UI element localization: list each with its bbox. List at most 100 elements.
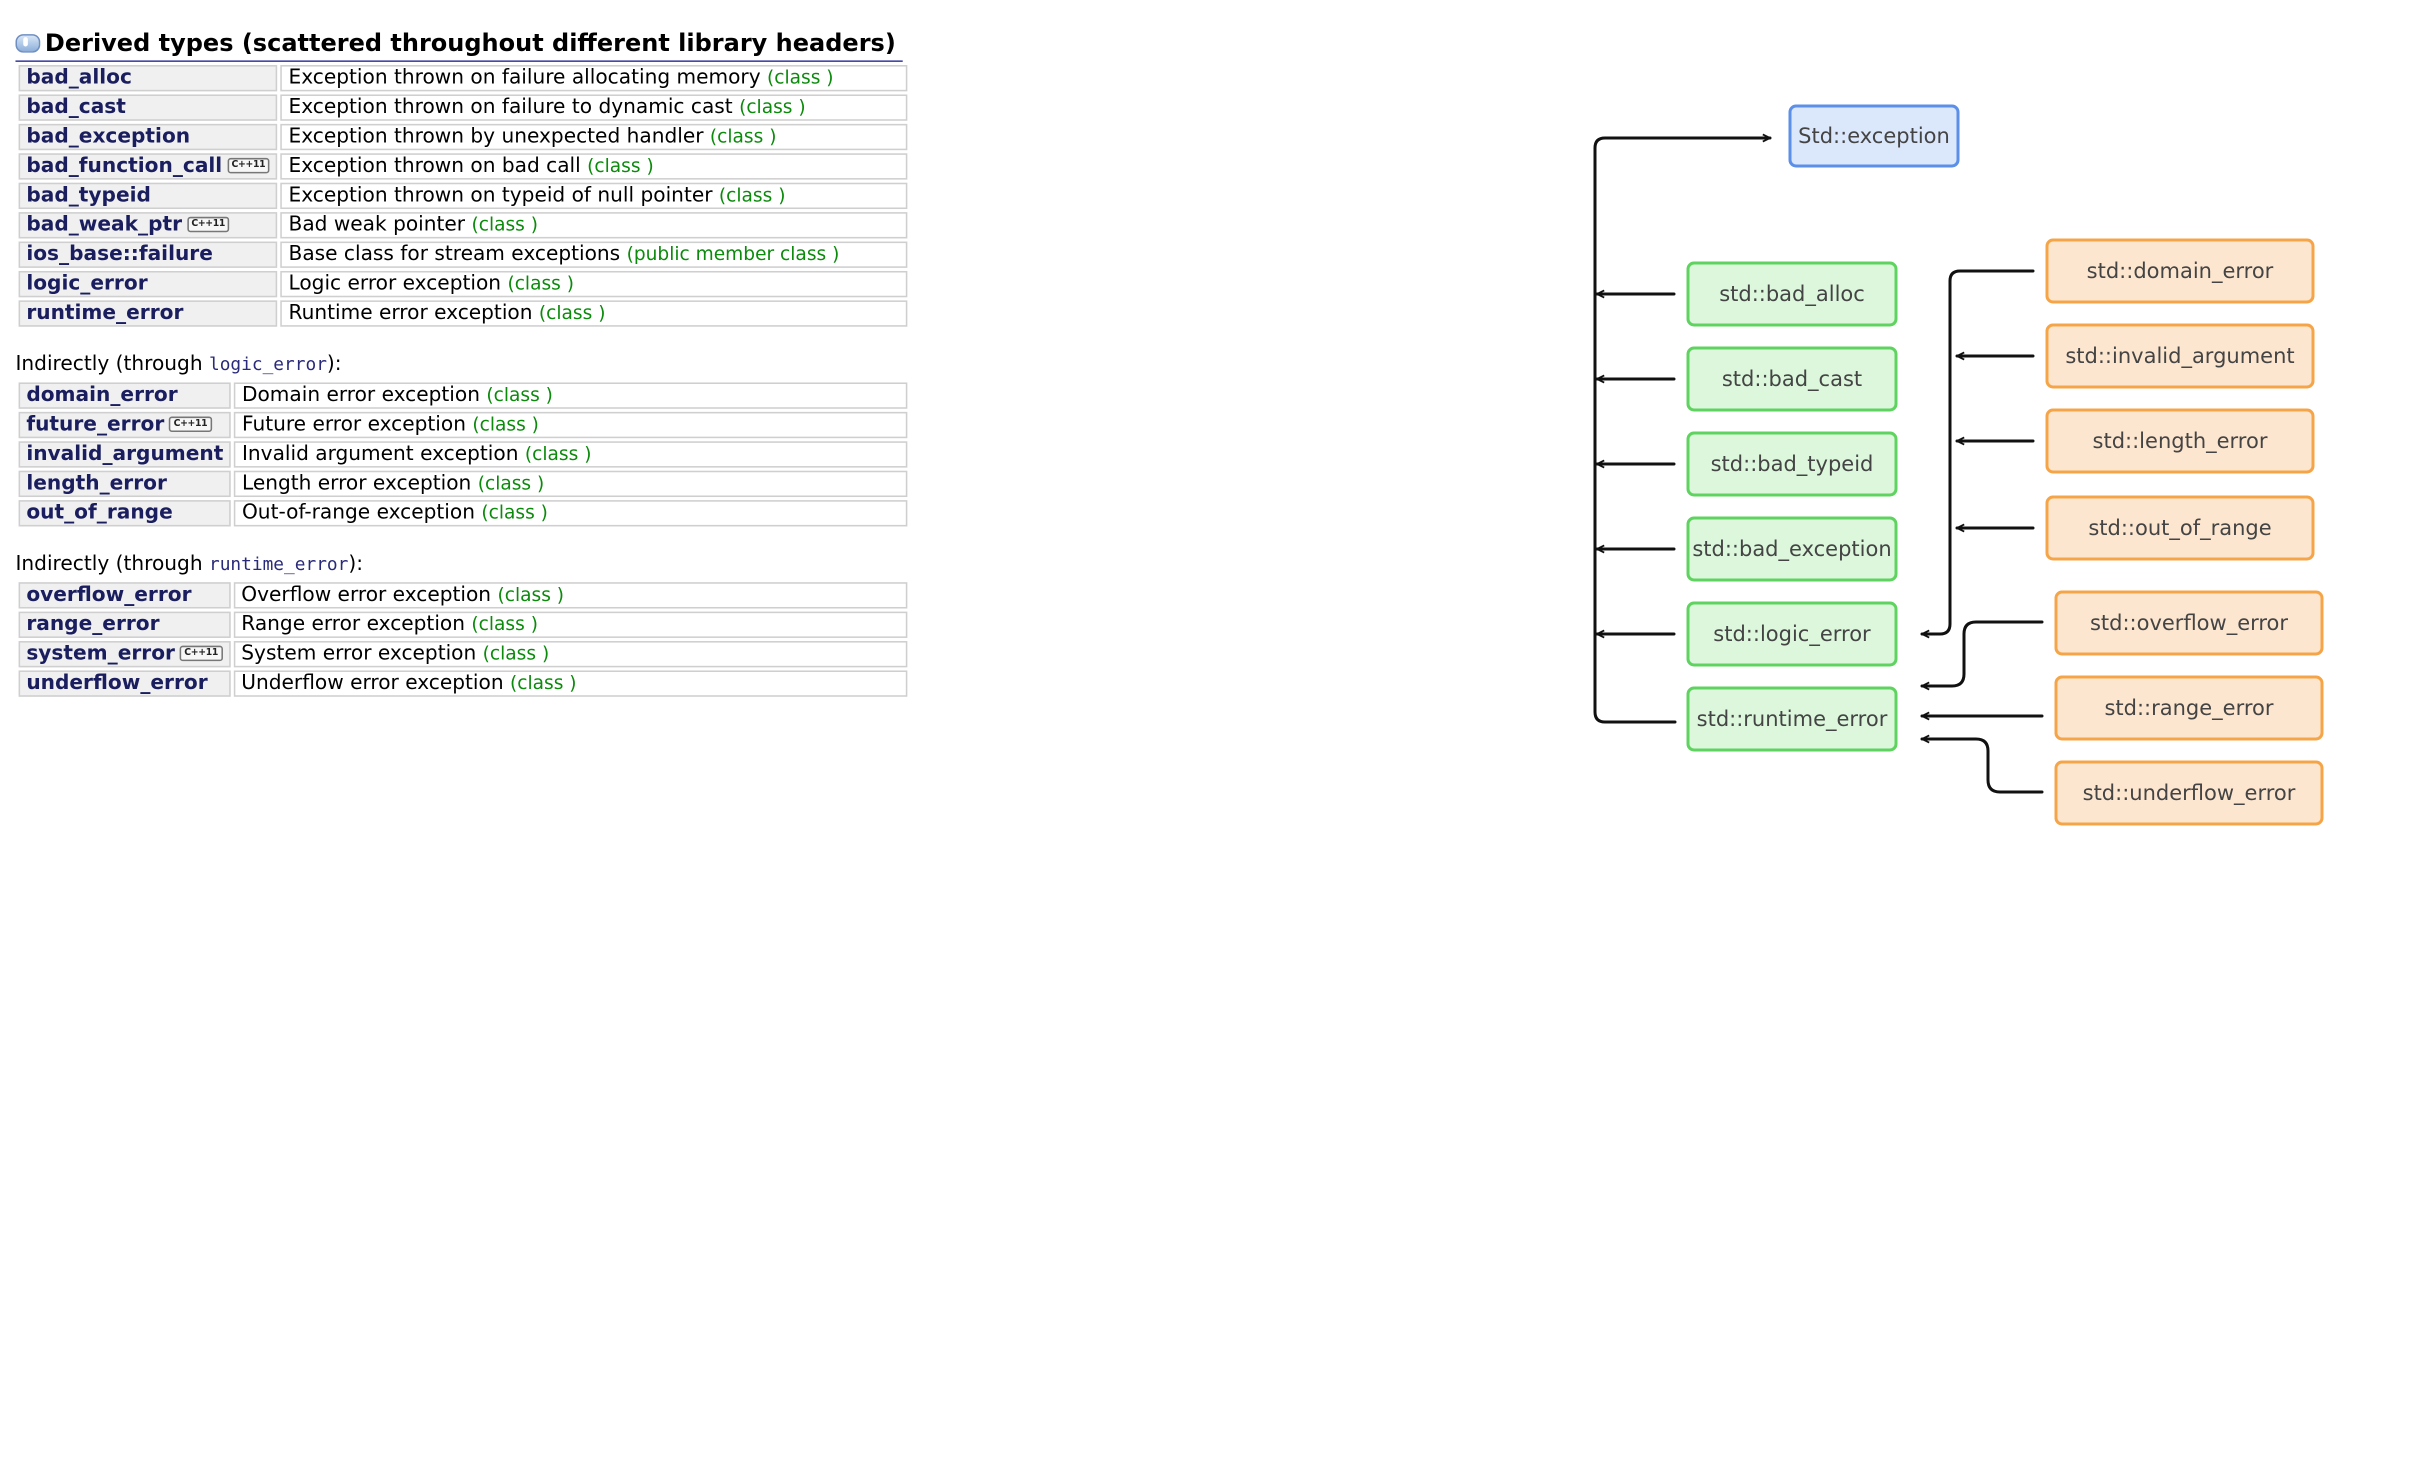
node-std-domain-error-box bbox=[2045, 238, 2315, 304]
logic-error-types-table: domain_error Domain error exception (clas… bbox=[15, 379, 910, 529]
logic-error-code[interactable]: logic_error bbox=[208, 353, 327, 375]
type-kind-label: (class ) bbox=[718, 184, 786, 206]
edge-logic-trunk bbox=[1920, 269, 2035, 634]
type-kind-label: (class ) bbox=[538, 301, 606, 324]
type-description-cell: Out-of-range exception (class ) bbox=[234, 500, 908, 527]
table-row: runtime_error Runtime error exception (cl… bbox=[18, 300, 908, 327]
type-kind-label: (class ) bbox=[481, 501, 548, 524]
type-name-link[interactable]: runtime_error bbox=[26, 301, 184, 325]
section-toggle-icon[interactable] bbox=[15, 34, 41, 53]
node-std-bad-alloc-label: std::bad_alloc bbox=[1719, 282, 1865, 307]
table-row: logic_error Logic error exception (class … bbox=[18, 270, 908, 298]
type-name-link[interactable]: bad_alloc bbox=[26, 65, 132, 90]
type-kind-label: (public member class ) bbox=[626, 243, 840, 265]
type-description: Domain error exception bbox=[241, 384, 480, 408]
table-row: bad_alloc Exception thrown on failure all… bbox=[18, 65, 908, 92]
type-kind-label: (class ) bbox=[524, 442, 592, 465]
node-std-underflow-error-box bbox=[2054, 760, 2324, 826]
node-std-invalid-argument-box bbox=[2045, 323, 2315, 389]
type-kind-label: (class ) bbox=[486, 384, 553, 406]
table-row: bad_exception Exception thrown by unexpec… bbox=[18, 123, 908, 151]
type-name-cell: bad_cast bbox=[18, 94, 278, 121]
node-std-bad-alloc: std::bad_alloc bbox=[1686, 261, 1898, 327]
type-name-link[interactable]: system_error bbox=[26, 641, 175, 666]
type-name-link[interactable]: domain_error bbox=[26, 383, 178, 407]
type-kind-label: (class ) bbox=[482, 642, 550, 665]
node-std-overflow-error-box bbox=[2054, 590, 2324, 656]
cpp11-badge: C++11 bbox=[226, 157, 270, 173]
type-name-link[interactable]: overflow_error bbox=[26, 582, 192, 607]
type-name-link[interactable]: ios_base::failure bbox=[26, 242, 213, 266]
type-name-cell: ios_base::failure bbox=[18, 241, 278, 268]
logic-error-intro: Indirectly (through logic_error): bbox=[15, 353, 342, 377]
node-std-exception-box bbox=[1788, 104, 1960, 168]
type-description-cell: Range error exception (class ) bbox=[233, 611, 908, 638]
node-std-logic-error-box bbox=[1686, 601, 1898, 667]
node-std-runtime-error-label: std::runtime_error bbox=[1697, 707, 1888, 732]
table-row: bad_typeid Exception thrown on typeid of … bbox=[18, 182, 908, 210]
type-name-link[interactable]: logic_error bbox=[26, 271, 148, 295]
type-description-cell: Exception thrown on failure allocating m… bbox=[280, 65, 908, 92]
section-header: Derived types (scattered throughout diff… bbox=[15, 28, 903, 62]
type-name-link[interactable]: range_error bbox=[26, 612, 160, 636]
type-description-cell: Invalid argument exception (class ) bbox=[234, 441, 908, 468]
type-name-link[interactable]: underflow_error bbox=[26, 671, 208, 695]
edge-to-root bbox=[1593, 138, 1772, 724]
node-std-out-of-range-label: std::out_of_range bbox=[2088, 516, 2271, 541]
node-std-runtime-error-box bbox=[1686, 686, 1898, 752]
exception-hierarchy-diagram: Std::exceptionstd::bad_allocstd::bad_cas… bbox=[1593, 104, 2324, 826]
edge-runtime-2 bbox=[1920, 739, 2044, 794]
node-std-out-of-range-box bbox=[2045, 495, 2315, 561]
type-description: Invalid argument exception bbox=[241, 442, 519, 467]
type-description: Range error exception bbox=[241, 613, 466, 637]
type-name-cell: logic_error bbox=[18, 270, 278, 298]
type-description-cell: Exception thrown by unexpected handler (… bbox=[280, 123, 908, 151]
type-description: Exception thrown on typeid of null point… bbox=[288, 184, 713, 208]
runtime-error-intro: Indirectly (through runtime_error): bbox=[15, 552, 364, 577]
type-description: Out-of-range exception bbox=[241, 501, 475, 525]
type-kind-label: (class ) bbox=[497, 583, 565, 606]
direct-types-table: bad_alloc Exception thrown on failure all… bbox=[15, 62, 910, 330]
type-name-cell: underflow_error bbox=[18, 670, 231, 697]
type-description: Bad weak pointer bbox=[288, 213, 466, 237]
runtime-error-code[interactable]: runtime_error bbox=[208, 552, 349, 575]
type-name-link[interactable]: bad_exception bbox=[26, 124, 191, 148]
node-std-bad-exception-box bbox=[1686, 516, 1898, 582]
type-name-link[interactable]: length_error bbox=[26, 471, 167, 495]
cpp11-badge: C++11 bbox=[179, 644, 223, 661]
type-name-link[interactable]: bad_function_call bbox=[26, 154, 223, 178]
type-name-link[interactable]: bad_typeid bbox=[26, 183, 151, 207]
node-std-length-error-box bbox=[2045, 408, 2315, 474]
type-name-link[interactable]: future_error bbox=[26, 412, 165, 436]
type-description-cell: Domain error exception (class ) bbox=[234, 382, 908, 409]
node-std-bad-cast: std::bad_cast bbox=[1686, 346, 1898, 412]
cpp11-badge: C++11 bbox=[168, 415, 212, 432]
type-name-link[interactable]: bad_weak_ptr bbox=[26, 212, 183, 237]
type-kind-label: (class ) bbox=[709, 125, 777, 148]
type-name-cell: runtime_error bbox=[18, 300, 278, 327]
node-std-range-error: std::range_error bbox=[2054, 675, 2324, 741]
type-description-cell: Runtime error exception (class ) bbox=[280, 300, 908, 327]
type-name-link[interactable]: out_of_range bbox=[26, 500, 173, 525]
type-description: Exception thrown on failure allocating m… bbox=[288, 66, 761, 90]
node-std-overflow-error-label: std::overflow_error bbox=[2090, 611, 2288, 636]
type-description-cell: Logic error exception (class ) bbox=[280, 270, 908, 298]
type-description: Base class for stream exceptions bbox=[288, 243, 621, 267]
node-std-overflow-error: std::overflow_error bbox=[2054, 590, 2324, 656]
type-description-cell: Base class for stream exceptions (public… bbox=[280, 241, 908, 268]
type-kind-label: (class ) bbox=[510, 672, 577, 694]
node-std-bad-exception-label: std::bad_exception bbox=[1692, 537, 1891, 562]
type-name-link[interactable]: bad_cast bbox=[26, 95, 126, 119]
type-name-link[interactable]: invalid_argument bbox=[26, 442, 224, 466]
node-std-bad-typeid-label: std::bad_typeid bbox=[1711, 452, 1874, 477]
node-std-length-error-label: std::length_error bbox=[2093, 429, 2268, 454]
type-kind-label: (class ) bbox=[471, 613, 538, 635]
node-std-bad-cast-label: std::bad_cast bbox=[1722, 367, 1862, 392]
